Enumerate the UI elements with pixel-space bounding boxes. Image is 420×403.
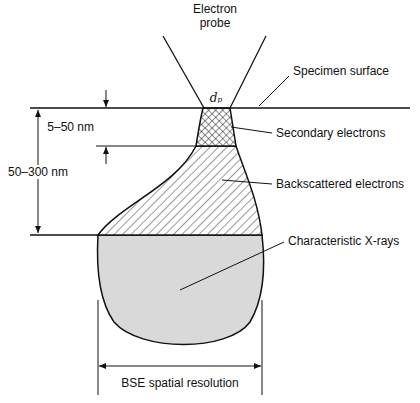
depth-line xyxy=(96,146,196,147)
region-label: Characteristic X-rays xyxy=(288,234,399,248)
depth-line xyxy=(30,234,98,236)
probe-diameter-label: dₚ xyxy=(210,91,222,105)
probe-edge xyxy=(163,36,204,108)
probe-label: Electron probe xyxy=(184,2,246,30)
region-label: Secondary electrons xyxy=(276,126,385,140)
se-region xyxy=(196,108,236,146)
leader-line xyxy=(259,76,289,106)
bse-region xyxy=(98,146,262,235)
depth-dimension: 50–300 nm xyxy=(6,165,70,179)
dimension-line xyxy=(99,366,180,367)
dimension-arrow xyxy=(106,147,107,164)
probe-edge xyxy=(230,36,266,108)
leader-line xyxy=(222,180,272,184)
leader-line xyxy=(231,127,272,133)
dimension-extension xyxy=(262,300,263,395)
dimension-line xyxy=(180,366,261,367)
leader-line xyxy=(180,242,284,290)
specimen-surface-line xyxy=(30,107,410,109)
dimension-extension xyxy=(98,300,99,395)
dimension-line xyxy=(38,170,39,233)
dimension-arrow xyxy=(106,90,107,107)
dimension-label: BSE spatial resolution xyxy=(119,376,240,390)
region-label: Backscattered electrons xyxy=(276,177,404,191)
depth-dimension: 5–50 nm xyxy=(45,120,96,134)
surface-label: Specimen surface xyxy=(293,64,389,78)
dimension-line xyxy=(38,110,39,170)
